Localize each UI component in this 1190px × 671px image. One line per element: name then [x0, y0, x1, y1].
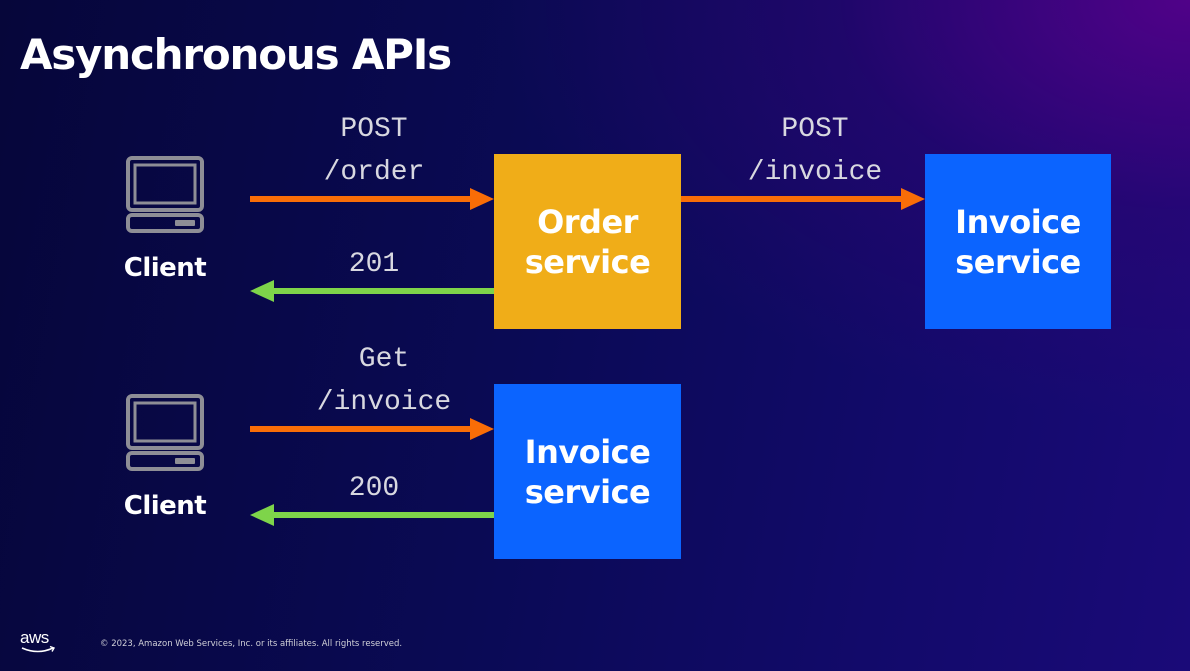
aws-smile-icon	[21, 645, 56, 653]
invoice-service-line2: service	[955, 242, 1081, 281]
response-code-200: 200	[348, 473, 400, 504]
client-label: Client	[123, 491, 207, 521]
response-code-201: 201	[348, 249, 400, 280]
order-service-line1: Order	[537, 202, 638, 241]
client-label: Client	[123, 253, 207, 283]
invoice-service-line2: service	[524, 472, 651, 511]
arrow-201-response	[250, 280, 494, 302]
request-path: /order	[323, 157, 425, 188]
invoice-service-line1: Invoice	[955, 202, 1081, 241]
footer: aws © 2023, Amazon Web Services, Inc. or…	[20, 628, 403, 656]
order-service-line2: service	[524, 242, 651, 281]
slide-title: Asynchronous APIs	[20, 30, 452, 79]
aws-logo: aws	[20, 628, 58, 656]
computer-icon	[126, 156, 204, 233]
arrow-get-invoice	[250, 418, 494, 440]
invoice-service-line1: Invoice	[524, 432, 651, 471]
invoice-service-box-bottom: Invoice service	[494, 384, 681, 559]
invoice-service-box-top: Invoice service	[925, 154, 1111, 329]
client-top: Client	[115, 155, 215, 283]
arrow-200-response	[250, 504, 494, 526]
request-label-post-order: POST /order	[264, 108, 484, 194]
copyright-text: © 2023, Amazon Web Services, Inc. or its…	[100, 639, 403, 649]
arrow-post-invoice	[681, 188, 925, 210]
request-label-get-invoice: Get /invoice	[274, 338, 494, 424]
client-bottom: Client	[115, 393, 215, 521]
aws-logo-text: aws	[20, 628, 49, 647]
forward-path: /invoice	[747, 157, 883, 188]
request-method: Get	[358, 344, 410, 375]
forward-method: POST	[781, 114, 849, 145]
order-service-box: Order service	[494, 154, 681, 329]
request-label-post-invoice: POST /invoice	[705, 108, 925, 194]
request-path: /invoice	[316, 387, 452, 418]
arrow-post-order	[250, 188, 494, 210]
computer-icon	[126, 394, 204, 471]
request-method: POST	[340, 114, 408, 145]
